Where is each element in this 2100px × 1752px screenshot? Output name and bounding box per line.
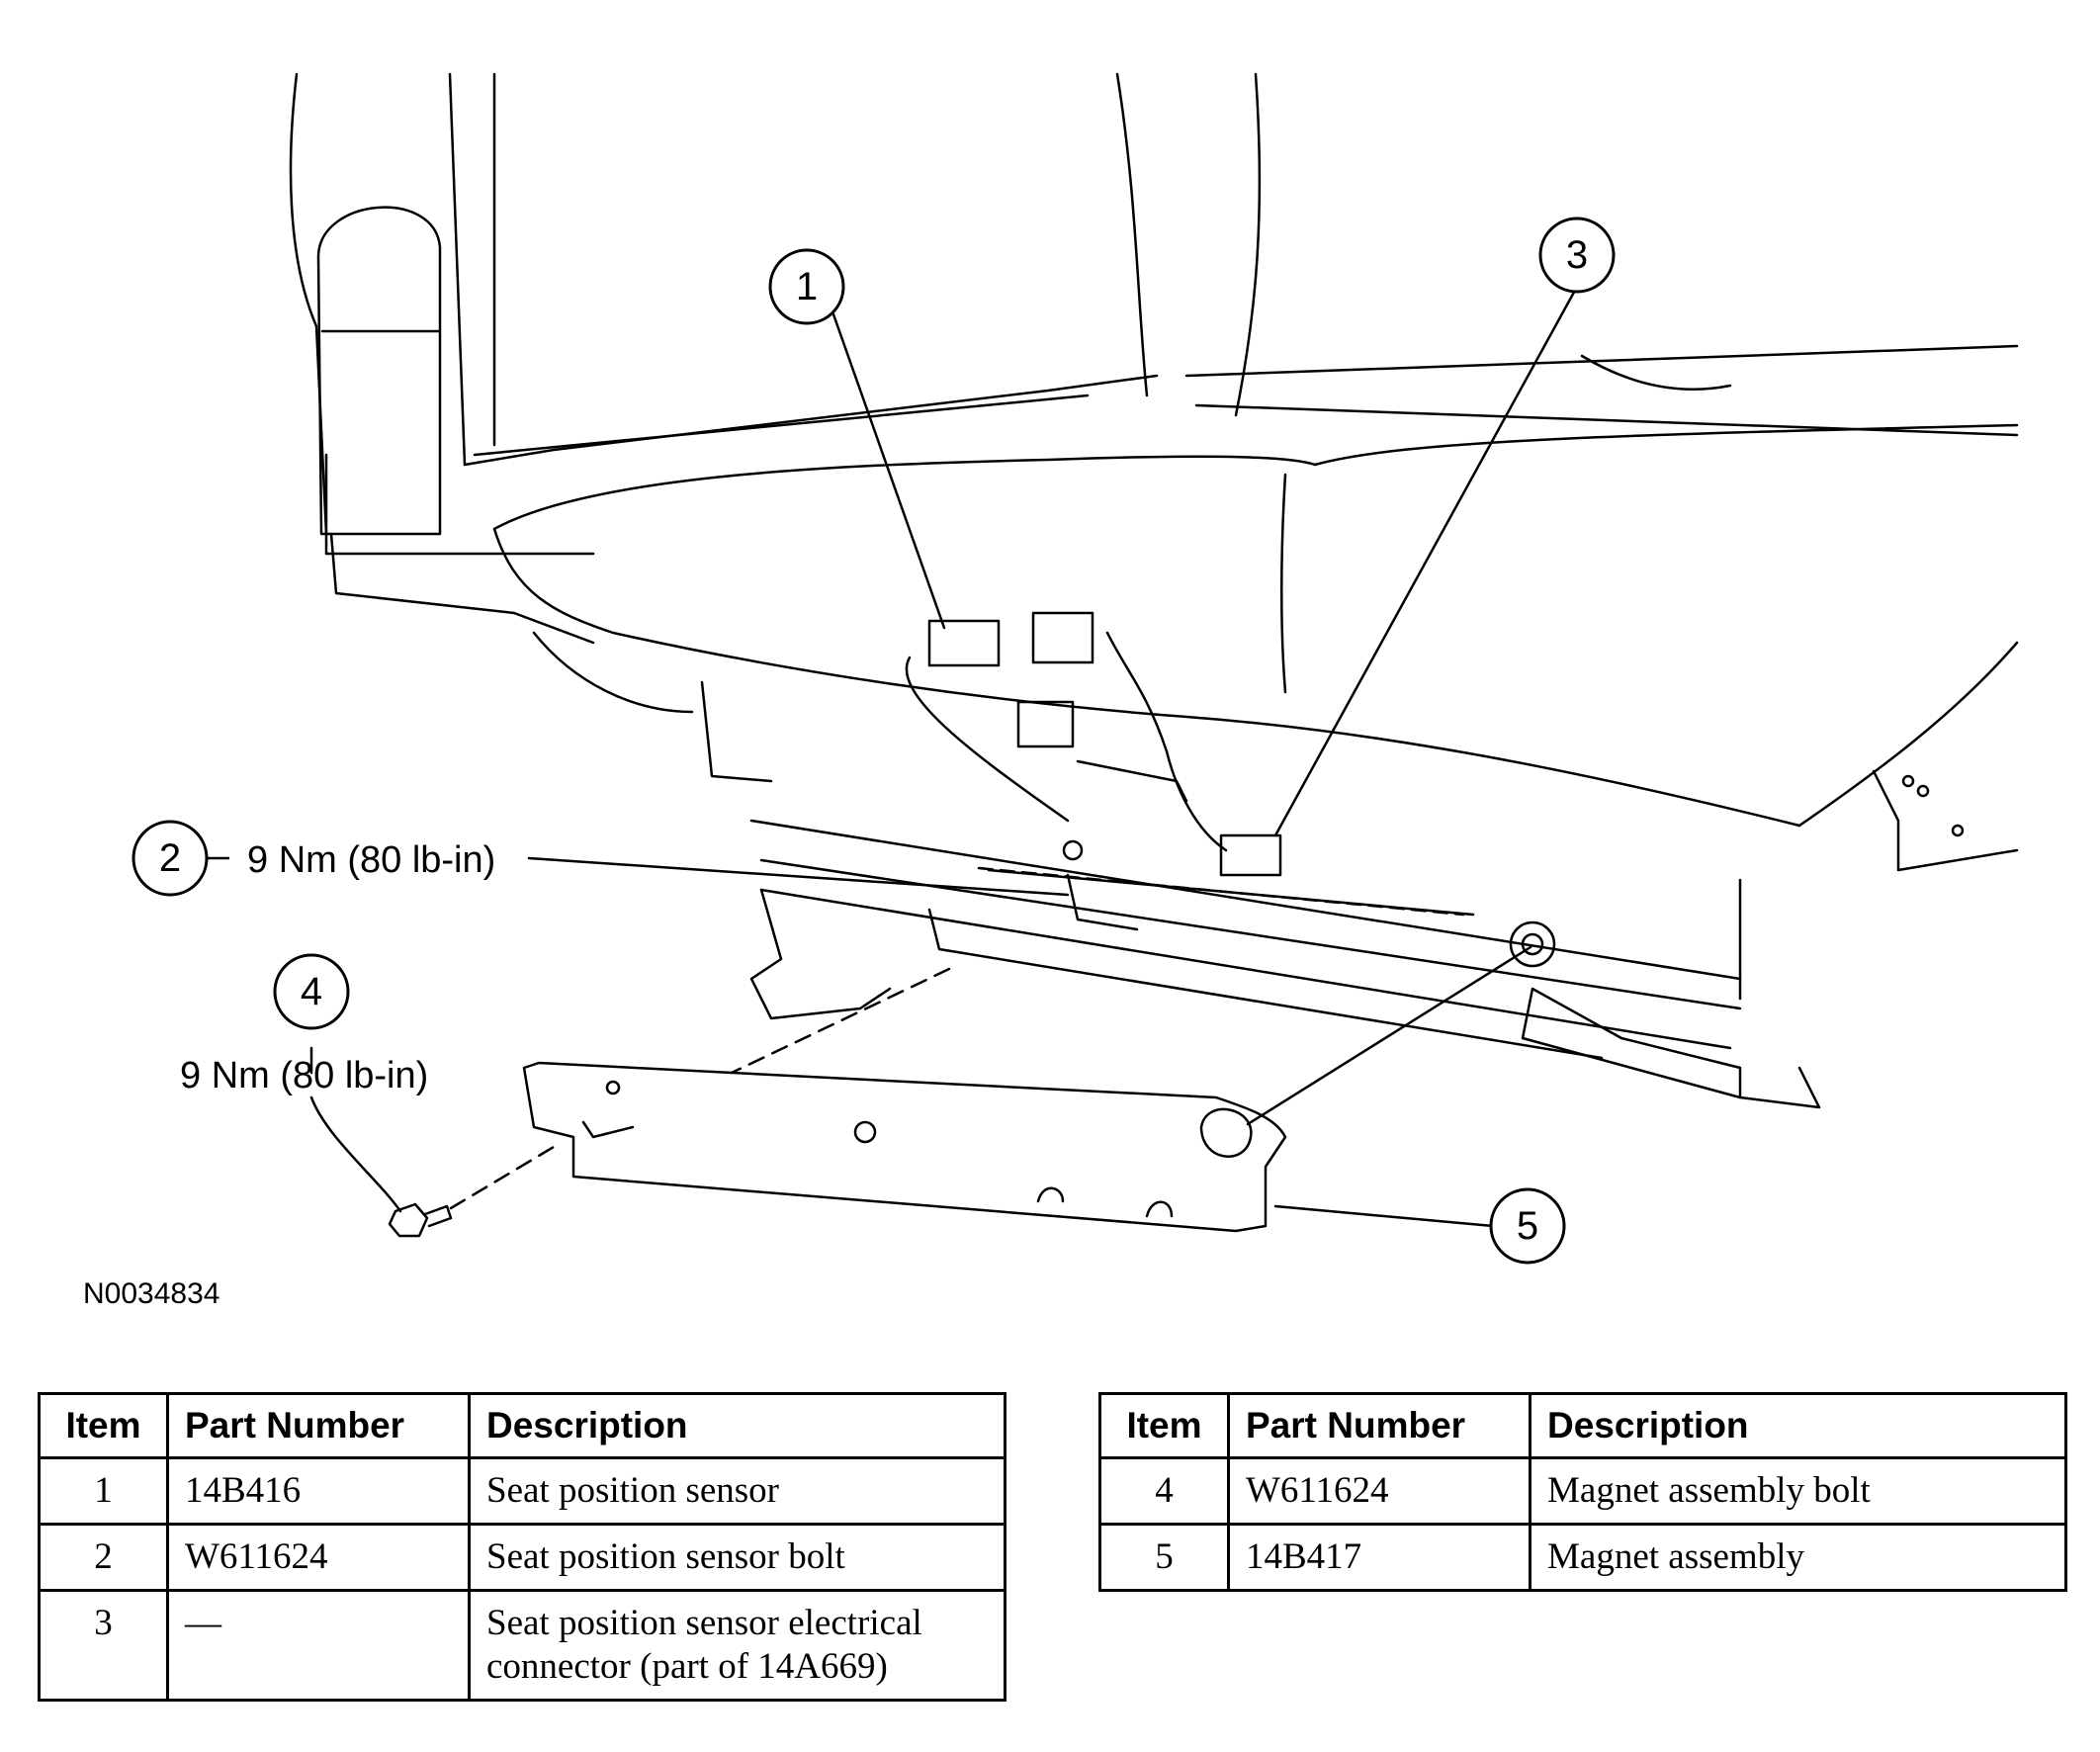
seat-track-drawing <box>700 680 2019 1109</box>
cell-part-number: 14B416 <box>166 1456 471 1526</box>
parts-table-right: Item Part Number Description 4 W611624 M… <box>1098 1392 2067 1592</box>
callout-2-torque: 9 Nm (80 lb-in) <box>247 839 495 881</box>
figure-id: N0034834 <box>83 1277 220 1310</box>
callout-leader-lines <box>309 285 1579 1228</box>
callout-3: 3 <box>1538 217 1616 294</box>
callout-1-circle <box>768 248 845 325</box>
header-item: Item <box>1098 1392 1230 1459</box>
header-part-number: Part Number <box>166 1392 471 1459</box>
callout-4-number: 4 <box>301 970 322 1013</box>
cell-description: Magnet assembly bolt <box>1529 1456 2067 1526</box>
table-row: 5 14B417 Magnet assembly <box>1098 1523 2067 1592</box>
table-row: 2 W611624 Seat position sensor bolt <box>38 1523 1006 1592</box>
callout-5: 5 <box>1489 1187 1566 1265</box>
cell-description: Magnet assembly <box>1529 1523 2067 1592</box>
header-item: Item <box>38 1392 169 1459</box>
cell-part-number: 14B417 <box>1227 1523 1531 1592</box>
cell-part-number: W611624 <box>166 1523 471 1592</box>
table-row: 4 W611624 Magnet assembly bolt <box>1098 1456 2067 1526</box>
callout-3-circle <box>1538 217 1616 294</box>
callout-4-circle <box>273 953 350 1030</box>
header-description: Description <box>1529 1392 2067 1459</box>
table-header-row: Item Part Number Description <box>1098 1392 2067 1459</box>
callout-5-circle <box>1489 1187 1566 1265</box>
seat-track-illustration: 1 2 9 Nm (80 lb-in) 3 4 9 Nm (80 lb-in) … <box>131 72 2019 1265</box>
magnet-assembly-drawing <box>522 1061 1287 1233</box>
cell-item: 2 <box>38 1523 169 1592</box>
callout-3-number: 3 <box>1566 233 1588 277</box>
cell-part-number: W611624 <box>1227 1456 1531 1526</box>
callout-4-torque: 9 Nm (80 lb-in) <box>180 1055 428 1096</box>
header-description: Description <box>468 1392 1006 1459</box>
table-header-row: Item Part Number Description <box>38 1392 1006 1459</box>
callout-5-number: 5 <box>1517 1204 1538 1248</box>
cell-item: 3 <box>38 1589 169 1702</box>
table-row: 3 — Seat position sensor electrical conn… <box>38 1589 1006 1702</box>
callout-1-number: 1 <box>796 265 818 308</box>
cell-description: Seat position sensor electrical connecto… <box>468 1589 1006 1702</box>
table-row: 1 14B416 Seat position sensor <box>38 1456 1006 1526</box>
callout-2-number: 2 <box>159 836 181 880</box>
cell-description: Seat position sensor <box>468 1456 1006 1526</box>
header-part-number: Part Number <box>1227 1392 1531 1459</box>
cell-description: Seat position sensor bolt <box>468 1523 1006 1592</box>
cell-item: 4 <box>1098 1456 1230 1526</box>
parts-table-left: Item Part Number Description 1 14B416 Se… <box>38 1392 1006 1702</box>
seat-back-drawing <box>289 72 1262 556</box>
cell-part-number: — <box>166 1589 471 1702</box>
seat-cushion-drawing <box>329 344 2019 828</box>
cell-item: 5 <box>1098 1523 1230 1592</box>
callout-1: 1 <box>768 248 845 325</box>
callout-4: 4 9 Nm (80 lb-in) <box>180 953 428 1096</box>
cell-item: 1 <box>38 1456 169 1526</box>
magnet-assembly-bolt-drawing <box>388 967 951 1238</box>
callout-2: 2 9 Nm (80 lb-in) <box>131 820 495 897</box>
seat-position-sensor-drawing <box>905 611 1282 877</box>
